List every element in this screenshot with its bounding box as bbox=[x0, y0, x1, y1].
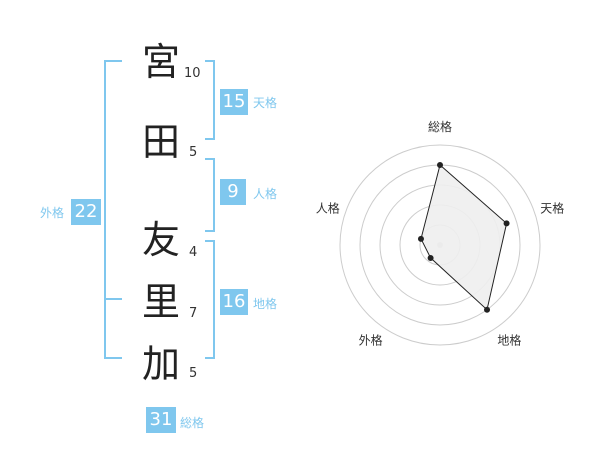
chikaku-bracket-top bbox=[205, 240, 215, 242]
name-char-1: 宮 bbox=[141, 40, 180, 84]
radar-area bbox=[420, 164, 508, 311]
stroke-count-5: 5 bbox=[189, 366, 198, 381]
tenkaku-label: 天格 bbox=[253, 96, 278, 110]
tenkaku-bracket-bottom bbox=[205, 138, 215, 140]
chikaku-bracket-bottom bbox=[205, 357, 215, 359]
chikaku-bracket bbox=[213, 240, 215, 359]
stroke-count-1: 10 bbox=[184, 66, 201, 81]
radar-axis-label-2: 天格 bbox=[540, 201, 564, 216]
name-char-5: 加 bbox=[141, 342, 180, 386]
jinkaku-bracket-bottom bbox=[205, 230, 215, 232]
name-char-3: 友 bbox=[141, 218, 180, 262]
tenkaku-bracket-top bbox=[205, 60, 215, 62]
name-char-4: 里 bbox=[141, 280, 180, 324]
radar-point-3 bbox=[484, 306, 491, 313]
gaikaku-label: 外格 bbox=[40, 206, 65, 220]
jinkaku-label: 人格 bbox=[253, 187, 278, 201]
radar-axis-label-4: 外格 bbox=[359, 333, 383, 348]
soukaku-label: 総格 bbox=[180, 416, 205, 430]
soukaku-value: 31 bbox=[146, 407, 176, 433]
gaikaku-bracket-mid bbox=[104, 298, 122, 300]
chikaku-value: 16 bbox=[220, 289, 248, 315]
jinkaku-bracket-top bbox=[205, 158, 215, 160]
tenkaku-value: 15 bbox=[220, 89, 248, 115]
radar-point-1 bbox=[437, 162, 443, 168]
gaikaku-value: 22 bbox=[71, 199, 101, 225]
radar-point-5 bbox=[417, 235, 424, 242]
jinkaku-value: 9 bbox=[220, 179, 246, 205]
gaikaku-bracket-bottom bbox=[104, 357, 122, 359]
stroke-count-2: 5 bbox=[189, 145, 198, 160]
radar-point-4 bbox=[427, 254, 434, 261]
stroke-count-4: 7 bbox=[189, 306, 198, 321]
name-char-2: 田 bbox=[141, 120, 180, 164]
radar-axis-label-3: 地格 bbox=[497, 333, 521, 348]
stroke-count-3: 4 bbox=[189, 245, 198, 260]
radar-points bbox=[417, 162, 510, 313]
gaikaku-bracket-top bbox=[104, 60, 122, 62]
radar-point-2 bbox=[503, 220, 510, 227]
radar-axis-label-1: 総格 bbox=[428, 119, 452, 134]
radar-ring-5 bbox=[339, 144, 541, 346]
tenkaku-bracket bbox=[213, 60, 215, 140]
gaikaku-bracket bbox=[104, 60, 106, 359]
chikaku-label: 地格 bbox=[253, 297, 278, 311]
radar-axis-label-5: 人格 bbox=[316, 201, 340, 216]
jinkaku-bracket bbox=[213, 158, 215, 232]
